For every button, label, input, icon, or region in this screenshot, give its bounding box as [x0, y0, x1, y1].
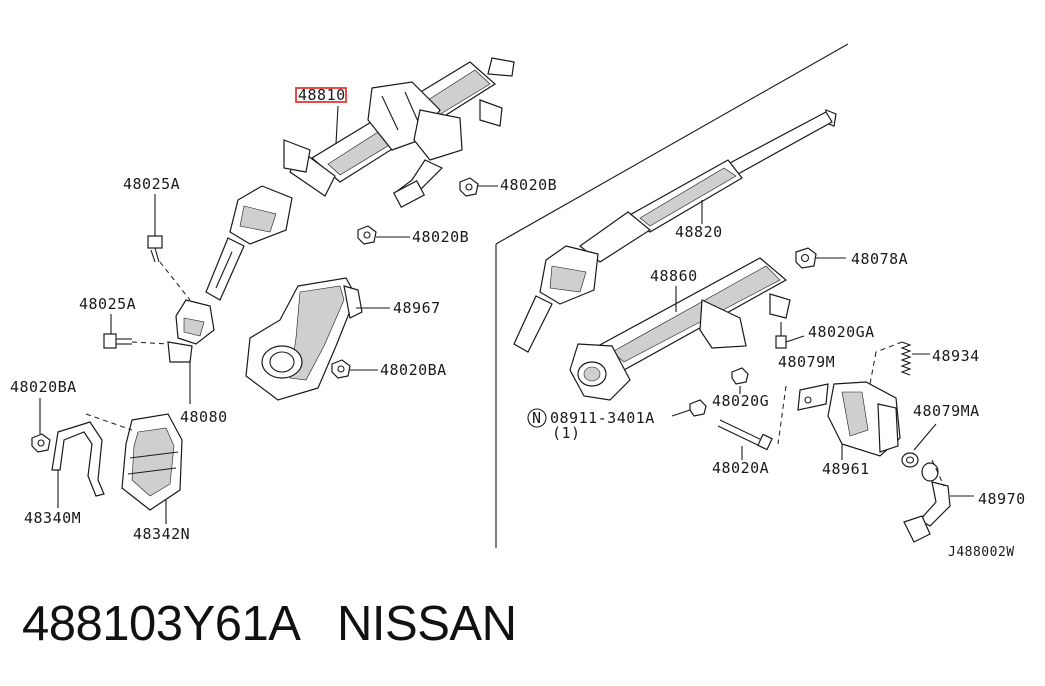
label-08911-number: 08911-3401A: [550, 409, 655, 427]
circle-n-badge: [527, 408, 547, 428]
steering-column-upper-assembly: [205, 57, 515, 301]
upper-joint-right: [513, 245, 599, 353]
panel-divider: [495, 43, 849, 548]
label-48079m[interactable]: 48079M: [778, 353, 835, 371]
label-48967[interactable]: 48967: [393, 299, 441, 317]
bolt-48025a-upper: [147, 235, 163, 263]
label-48342n[interactable]: 48342N: [133, 525, 190, 543]
label-48078a[interactable]: 48078A: [851, 250, 908, 268]
diagram-code: J488002W: [948, 545, 1015, 560]
label-48860[interactable]: 48860: [650, 267, 698, 285]
column-tube-48860: [569, 257, 791, 401]
lever-48970: [903, 462, 951, 543]
label-48020ba-left[interactable]: 48020BA: [10, 378, 77, 396]
steering-shaft-48820: [579, 109, 837, 263]
spring-48934: [900, 341, 912, 376]
caption-spacer: [298, 597, 337, 651]
caption-brand: NISSAN: [337, 597, 517, 651]
label-48025a-lower[interactable]: 48025A: [79, 295, 136, 313]
right-leader-lines: [671, 200, 974, 497]
nut-48020g: [731, 367, 749, 385]
circle-n-letter: N: [532, 409, 542, 427]
label-48961[interactable]: 48961: [822, 460, 870, 478]
label-48810[interactable]: 48810: [298, 86, 346, 104]
label-08911-qty: (1): [552, 424, 581, 442]
washer-48079ma: [901, 452, 919, 468]
label-48020b-lower[interactable]: 48020B: [412, 228, 469, 246]
label-48020g[interactable]: 48020G: [712, 392, 769, 410]
label-48020a[interactable]: 48020A: [712, 459, 769, 477]
label-48080[interactable]: 48080: [180, 408, 228, 426]
label-48025a-upper[interactable]: 48025A: [123, 175, 180, 193]
label-48970[interactable]: 48970: [978, 490, 1026, 508]
left-leader-lines: [39, 105, 498, 524]
lower-joint-48080: [167, 299, 215, 363]
stud-48020a: [717, 419, 773, 451]
label-48820[interactable]: 48820: [675, 223, 723, 241]
highlight-box-48810: [295, 87, 347, 103]
washer-48079m: [797, 383, 829, 411]
bracket-48961: [827, 381, 901, 457]
nut-48020ba-right: [331, 359, 351, 379]
label-08911[interactable]: N 08911-3401A (1): [527, 408, 655, 442]
column-cover-48967: [245, 277, 363, 401]
nut-48020ba-left: [31, 433, 51, 453]
label-48079ma[interactable]: 48079MA: [913, 402, 980, 420]
nut-48078a: [795, 247, 817, 269]
part-caption: 488103Y61A NISSAN: [22, 596, 517, 652]
nut-48020b-lower: [357, 225, 377, 245]
label-48020b-upper[interactable]: 48020B: [500, 176, 557, 194]
nut-08911: [689, 399, 707, 417]
caption-part-number: 488103Y61A: [22, 597, 298, 651]
bracket-48340m: [51, 421, 105, 497]
bolt-48025a-lower: [103, 333, 132, 349]
label-48934[interactable]: 48934: [932, 347, 980, 365]
bolt-48020ga: [775, 322, 787, 349]
label-48340m[interactable]: 48340M: [24, 509, 81, 527]
lower-cover-48342n: [121, 413, 183, 511]
nut-48020b-upper: [459, 177, 479, 197]
label-48020ba-right[interactable]: 48020BA: [380, 361, 447, 379]
label-48020ga[interactable]: 48020GA: [808, 323, 875, 341]
